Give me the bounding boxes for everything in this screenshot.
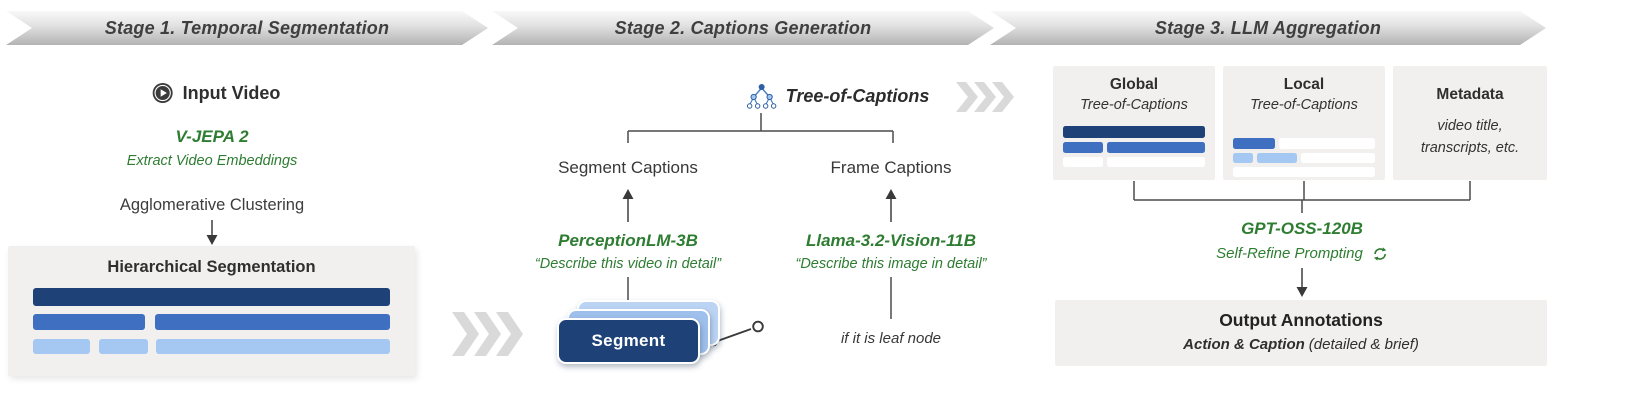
segment-bar-level3-a [33,339,90,354]
recycle-icon [1372,246,1388,262]
segmentation-box-title: Hierarchical Segmentation [107,258,316,276]
hierarchical-segmentation-box: Hierarchical Segmentation [8,246,415,376]
local-minibar-level2-a [1233,153,1253,163]
flow-chevrons-right-icon [956,82,1014,112]
output-title: Output Annotations [1219,310,1383,330]
local-minibar-level2-b [1257,153,1297,163]
local-tree-box: Local Tree-of-Captions [1223,66,1385,180]
segment-bar-level1 [33,288,390,306]
self-refine-row: Self-Refine Prompting [1216,245,1388,262]
stage3-banner: Stage 3. LLM Aggregation [990,11,1546,45]
stage1-down-arrow [206,220,218,245]
stage3-down-arrow [1296,268,1308,297]
global-minibar-level2-b [1107,142,1205,153]
flow-chevrons-left-icon [452,312,523,356]
segment-card-label: Segment [591,331,666,350]
stage1-model-subtitle: Extract Video Embeddings [126,153,298,169]
frame-model-name: Llama-3.2-Vision-11B [805,231,977,250]
metadata-box-subtitle: video title, transcripts, etc. [1420,118,1520,156]
segment-bar-level3-c [156,339,390,354]
output-annotations-box: Output Annotations Action & Caption(deta… [1055,300,1547,366]
frame-model-prompt: “Describe this image in detail” [795,256,987,272]
tree-bracket [627,113,894,143]
input-video-label: Input Video [182,82,281,103]
stage2-banner-label: Stage 2. Captions Generation [614,17,872,38]
stage3-model-name: GPT-OSS-120B [1241,219,1363,238]
global-box-title: Global [1109,76,1159,93]
stage3-model-subtitle: Self-Refine Prompting [1216,245,1363,262]
clustering-label: Agglomerative Clustering [119,196,305,214]
global-minibar-level3-a [1063,157,1103,167]
segment-bar-level3-b [99,339,148,354]
local-minibar-level1-a [1233,138,1275,149]
segment-bar-level2-a [33,314,145,330]
stage1-model-name: V-JEPA 2 [175,127,249,146]
global-box-subtitle: Tree-of-Captions [1080,97,1188,113]
local-minibar-level1-b [1279,138,1375,149]
segment-captions-label: Segment Captions [558,158,698,177]
segment-card: Segment [557,318,700,364]
tree-icon [746,82,777,110]
input-video: Input Video [152,82,281,104]
frame-captions-up-arrow [885,189,897,222]
output-subtitle-rest: (detailed & brief) [1308,336,1419,353]
global-tree-box: Global Tree-of-Captions [1053,66,1215,180]
segment-model-name: PerceptionLM-3B [558,231,698,250]
metadata-box-title: Metadata [1436,86,1504,103]
global-minibar-level2-a [1063,142,1103,153]
tree-of-captions-header: Tree-of-Captions [746,82,930,110]
metadata-box: Metadata video title, transcripts, etc. [1393,66,1547,180]
local-minibar-level3 [1233,167,1375,177]
tree-of-captions-title: Tree-of-Captions [785,85,930,106]
stage3-banner-label: Stage 3. LLM Aggregation [1154,17,1382,38]
segment-model-prompt: “Describe this video in detail” [534,256,722,272]
local-box-subtitle: Tree-of-Captions [1250,97,1358,113]
global-minibar-level3-b [1107,157,1205,167]
global-minibar-level1 [1063,126,1205,138]
play-icon [152,82,174,104]
output-subtitle: Action & Caption(detailed & brief) [1055,336,1547,353]
stage2-banner: Stage 2. Captions Generation [492,11,994,45]
local-minibar-level2-c [1301,153,1375,163]
local-box-title: Local [1283,76,1325,93]
segment-bar-level2-b [155,314,390,330]
stage3-connectors [1133,181,1471,213]
output-subtitle-bold: Action & Caption [1183,336,1305,353]
stage1-banner: Stage 1. Temporal Segmentation [6,11,488,45]
leaf-node-condition: if it is leaf node [840,330,942,347]
stage1-banner-label: Stage 1. Temporal Segmentation [104,17,390,38]
frame-captions-label: Frame Captions [830,158,952,177]
segment-captions-up-arrow [622,189,634,222]
